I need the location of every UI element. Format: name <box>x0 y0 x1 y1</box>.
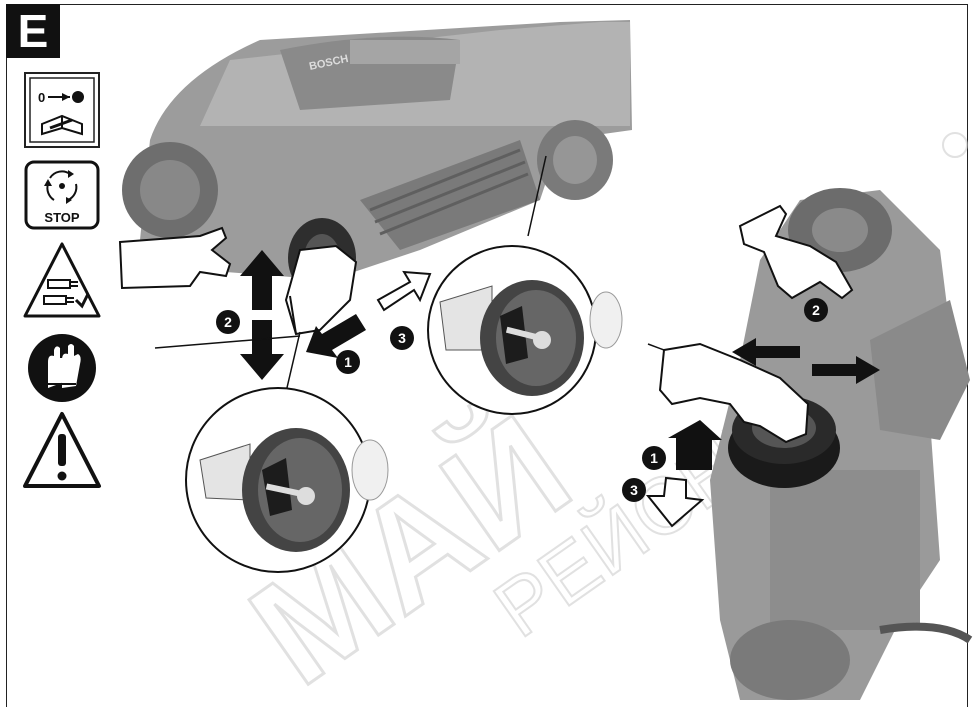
step-badge-left-3: 3 <box>390 326 414 350</box>
svg-text:2: 2 <box>224 314 232 330</box>
pointer-line <box>286 332 300 392</box>
svg-text:3: 3 <box>630 482 638 498</box>
registered-mark <box>943 133 967 157</box>
step-badge-right-2: 2 <box>804 298 828 322</box>
svg-text:2: 2 <box>812 302 820 318</box>
outline-arrow-3 <box>378 272 430 310</box>
step-badge-right-3: 3 <box>622 478 646 502</box>
step-badge-right-1: 1 <box>642 446 666 470</box>
step-badge-left-2: 2 <box>216 310 240 334</box>
svg-text:1: 1 <box>650 450 658 466</box>
step-badge-left-1: 1 <box>336 350 360 374</box>
detail-circle-top <box>428 246 622 414</box>
svg-text:1: 1 <box>344 354 352 370</box>
svg-text:3: 3 <box>398 330 406 346</box>
up-down-arrow <box>240 250 284 380</box>
pointer-line <box>155 336 300 348</box>
